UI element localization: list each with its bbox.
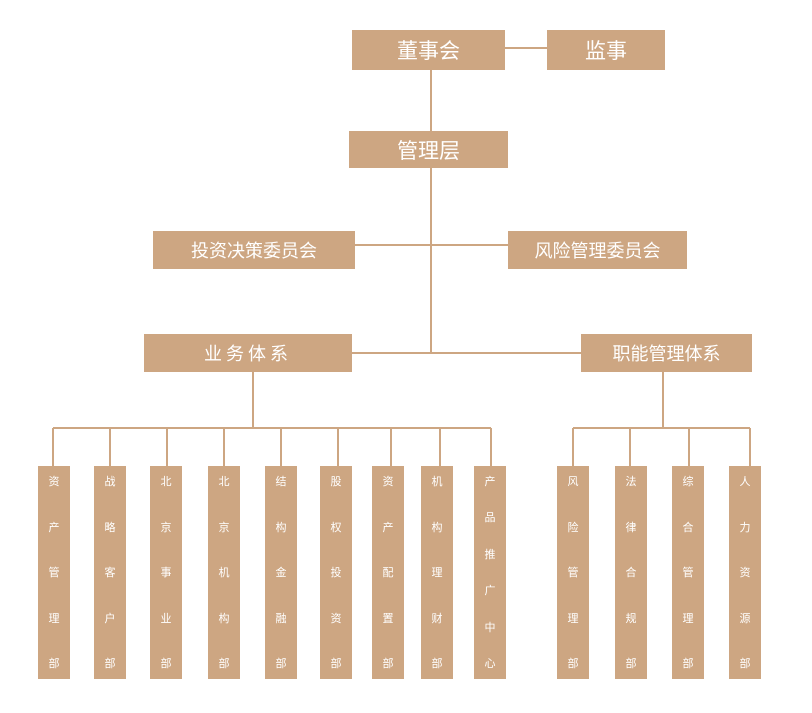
business-department-char: 户 [104,611,116,625]
business-department-8: 产品推广中心 [474,466,506,679]
business-department-char: 股 [330,475,342,488]
business-department-char: 产 [484,475,496,488]
business-department-char: 部 [48,657,60,670]
business-department-char: 京 [160,520,172,534]
business-department-char: 业 [160,611,172,625]
business-department-7: 机构理财部 [421,466,453,679]
business-department-char: 权 [330,520,342,534]
business-department-char: 融 [275,611,287,625]
business-department-char: 品 [484,511,496,525]
business-department-char: 部 [104,657,116,670]
function-department-char: 部 [567,657,579,670]
business-department-char: 部 [431,657,443,670]
business-department-char: 财 [431,611,443,625]
function-department-char: 理 [567,611,579,625]
function-department-char: 合 [625,566,637,579]
function-department-0: 风险管理部 [557,466,589,679]
business-department-char: 机 [431,475,443,488]
business-department-char: 资 [48,475,60,488]
business-department-char: 部 [275,657,287,670]
business-department-char: 理 [431,566,443,579]
business-system-box: 业务体系 [144,334,352,372]
business-department-char: 配 [382,566,394,579]
function-department-char: 综 [682,475,694,488]
business-department-3: 北京机构部 [208,466,240,679]
business-department-char: 资 [382,475,394,488]
management-box: 管理层 [349,131,508,168]
business-department-char: 心 [484,657,496,670]
business-department-char: 客 [104,566,116,579]
function-department-char: 管 [682,566,694,579]
function-department-2: 综合管理部 [672,466,704,679]
business-department-char: 产 [382,520,394,534]
business-department-char: 事 [160,566,172,579]
function-system-box: 职能管理体系 [581,334,752,372]
business-department-char: 中 [484,620,496,634]
business-department-char: 部 [218,657,230,670]
business-department-char: 置 [382,611,394,625]
function-department-3: 人力资源部 [729,466,761,679]
investment-committee-box: 投资决策委员会 [153,231,355,269]
function-department-char: 部 [682,657,694,670]
business-department-char: 构 [275,520,287,534]
business-department-4: 结构金融部 [265,466,297,679]
business-department-char: 资 [330,611,342,625]
function-department-char: 理 [682,611,694,625]
function-department-char: 风 [567,475,579,488]
function-department-char: 险 [567,520,579,534]
business-department-char: 北 [160,475,172,488]
function-department-char: 律 [625,520,637,534]
function-department-char: 规 [625,611,637,625]
business-department-char: 北 [218,475,230,488]
business-department-char: 京 [218,520,230,534]
function-department-1: 法律合规部 [615,466,647,679]
business-department-char: 部 [330,657,342,670]
business-department-char: 战 [104,475,116,488]
function-department-char: 资 [739,566,751,579]
business-department-char: 结 [275,475,287,488]
business-department-1: 战略客户部 [94,466,126,679]
function-department-char: 源 [739,611,751,625]
board-box: 董事会 [352,30,505,70]
function-department-char: 部 [625,657,637,670]
business-department-0: 资产管理部 [38,466,70,679]
business-department-char: 广 [484,584,496,598]
business-department-char: 产 [48,520,60,534]
business-department-char: 机 [218,566,230,579]
business-department-char: 管 [48,566,60,579]
business-department-char: 部 [382,657,394,670]
business-department-6: 资产配置部 [372,466,404,679]
business-department-char: 略 [104,520,116,534]
function-department-char: 合 [682,520,694,534]
business-department-char: 构 [431,520,443,534]
business-department-char: 理 [48,611,60,625]
function-department-char: 人 [739,475,751,488]
business-department-char: 推 [484,547,496,561]
function-department-char: 法 [625,475,637,488]
risk-committee-box: 风险管理委员会 [508,231,687,269]
business-department-5: 股权投资部 [320,466,352,679]
function-department-char: 管 [567,566,579,579]
function-department-char: 部 [739,657,751,670]
business-department-char: 投 [330,566,342,579]
business-department-char: 部 [160,657,172,670]
business-department-char: 金 [275,566,287,579]
business-department-char: 构 [218,611,230,625]
function-department-char: 力 [739,520,751,534]
supervisor-box: 监事 [547,30,665,70]
business-department-2: 北京事业部 [150,466,182,679]
